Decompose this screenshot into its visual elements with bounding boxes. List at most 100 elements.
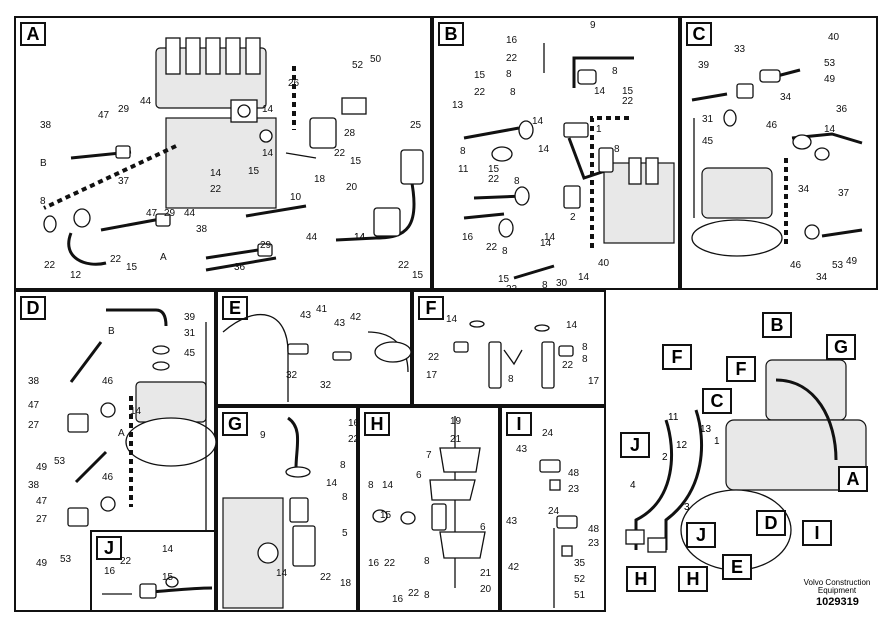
overview-label-g: G	[826, 334, 856, 360]
overview-label-e: E	[722, 554, 752, 580]
callout-c-53: 53	[824, 58, 836, 69]
overview-label-c: C	[702, 388, 732, 414]
callout-f-22: 22	[428, 352, 440, 363]
callout-i-24: 24	[548, 506, 560, 517]
callout-e-43: 43	[300, 310, 312, 321]
callout-i-43: 43	[516, 444, 528, 455]
callout-d-38: 38	[28, 376, 40, 387]
callout-d-49: 49	[36, 462, 48, 473]
callout-b-8: 8	[502, 246, 508, 257]
overview-label-h2: H	[678, 566, 708, 592]
callout-g-14: 14	[276, 568, 288, 579]
callout-f-22: 22	[562, 360, 574, 371]
callout-b-14: 14	[538, 144, 550, 155]
panel-label-d: D	[20, 296, 46, 320]
callout-a-22: 22	[398, 260, 410, 271]
callout-d-31: 31	[184, 328, 196, 339]
callout-a-14: 14	[354, 232, 366, 243]
callout-c-33: 33	[734, 44, 746, 55]
callout-f-14: 14	[566, 320, 578, 331]
callout-a-14: 14	[210, 168, 222, 179]
callout-d-39: 39	[184, 312, 196, 323]
overview-callout-1: 1	[714, 436, 720, 447]
panel-h-drawing	[372, 416, 486, 588]
callout-j-16: 16	[104, 566, 116, 577]
callout-h-8: 8	[368, 480, 374, 491]
figure-number: 1029319	[816, 596, 859, 608]
valve-solenoids	[165, 37, 261, 75]
overview-label-h1: H	[626, 566, 656, 592]
callout-i-42: 42	[508, 562, 520, 573]
callout-c-46: 46	[790, 260, 802, 271]
callout-d-14: 14	[130, 406, 142, 417]
panel-c: C	[680, 16, 878, 290]
callout-c-46: 46	[766, 120, 778, 131]
callout-a-18: 18	[314, 174, 326, 185]
callout-i-43: 43	[506, 516, 518, 527]
callout-b-15: 15	[488, 164, 500, 175]
panel-label-c: C	[686, 22, 712, 46]
overview-label-j2: J	[686, 522, 716, 548]
callout-g-8: 8	[342, 492, 348, 503]
callout-i-23: 23	[568, 484, 580, 495]
callout-a-15: 15	[126, 262, 138, 273]
panel-label-i: I	[506, 412, 532, 436]
callout-c-36: 36	[836, 104, 848, 115]
callout-b-14: 14	[532, 116, 544, 127]
callout-a-22: 22	[44, 260, 56, 271]
callout-d-B: B	[108, 326, 115, 337]
callout-d-46: 46	[102, 376, 114, 387]
callout-a-50: 50	[370, 54, 382, 65]
callout-b-9: 9	[590, 20, 596, 31]
callout-h-8: 8	[424, 556, 430, 567]
callout-c-37: 37	[838, 188, 850, 199]
callout-a-15: 15	[350, 156, 362, 167]
panel-label-h: H	[364, 412, 390, 436]
callout-b-22: 22	[488, 174, 500, 185]
overview-label-b: B	[762, 312, 792, 338]
callout-c-39: 39	[698, 60, 710, 71]
callout-b-14: 14	[578, 272, 590, 283]
panel-f: F	[412, 290, 606, 406]
callout-g-14: 14	[326, 478, 338, 489]
callout-d-47: 47	[28, 400, 40, 411]
callout-a-22: 22	[210, 184, 222, 195]
callout-a-B: B	[40, 158, 47, 169]
callout-c-53: 53	[832, 260, 844, 271]
overview-label-d: D	[756, 510, 786, 536]
callout-b-30: 30	[556, 278, 568, 289]
callout-e-32: 32	[320, 380, 332, 391]
callout-c-40: 40	[828, 32, 840, 43]
callout-a-44: 44	[306, 232, 318, 243]
callout-b-16: 16	[506, 35, 518, 46]
panel-j: J	[90, 530, 216, 612]
callout-g-9: 9	[260, 430, 266, 441]
panel-a: A	[14, 16, 432, 290]
callout-h-22: 22	[408, 588, 420, 599]
callout-b-8: 8	[542, 280, 548, 291]
callout-j-15: 15	[162, 572, 174, 583]
overview-label-f2: F	[726, 356, 756, 382]
callout-d-A: A	[118, 428, 125, 439]
callout-h-15: 15	[380, 510, 392, 521]
callout-d-27: 27	[36, 514, 48, 525]
callout-d-49: 49	[36, 558, 48, 569]
callout-b-22: 22	[474, 87, 486, 98]
callout-b-15: 15	[474, 70, 486, 81]
callout-f-14: 14	[446, 314, 458, 325]
callout-g-18: 18	[340, 578, 352, 589]
callout-g-22: 22	[320, 572, 332, 583]
callout-e-43: 43	[334, 318, 346, 329]
callout-b-15: 15	[622, 86, 634, 97]
overview-callout-12: 12	[676, 440, 688, 451]
callout-a-36: 36	[234, 262, 246, 273]
callout-b-15: 15	[498, 274, 510, 285]
callout-h-7: 7	[426, 450, 432, 461]
callout-b-22: 22	[506, 284, 518, 295]
callout-a-A: A	[160, 252, 167, 263]
callout-d-46: 46	[102, 472, 114, 483]
callout-a-47: 47	[146, 208, 158, 219]
panel-i-drawing	[539, 459, 578, 608]
panel-label-f: F	[418, 296, 444, 320]
